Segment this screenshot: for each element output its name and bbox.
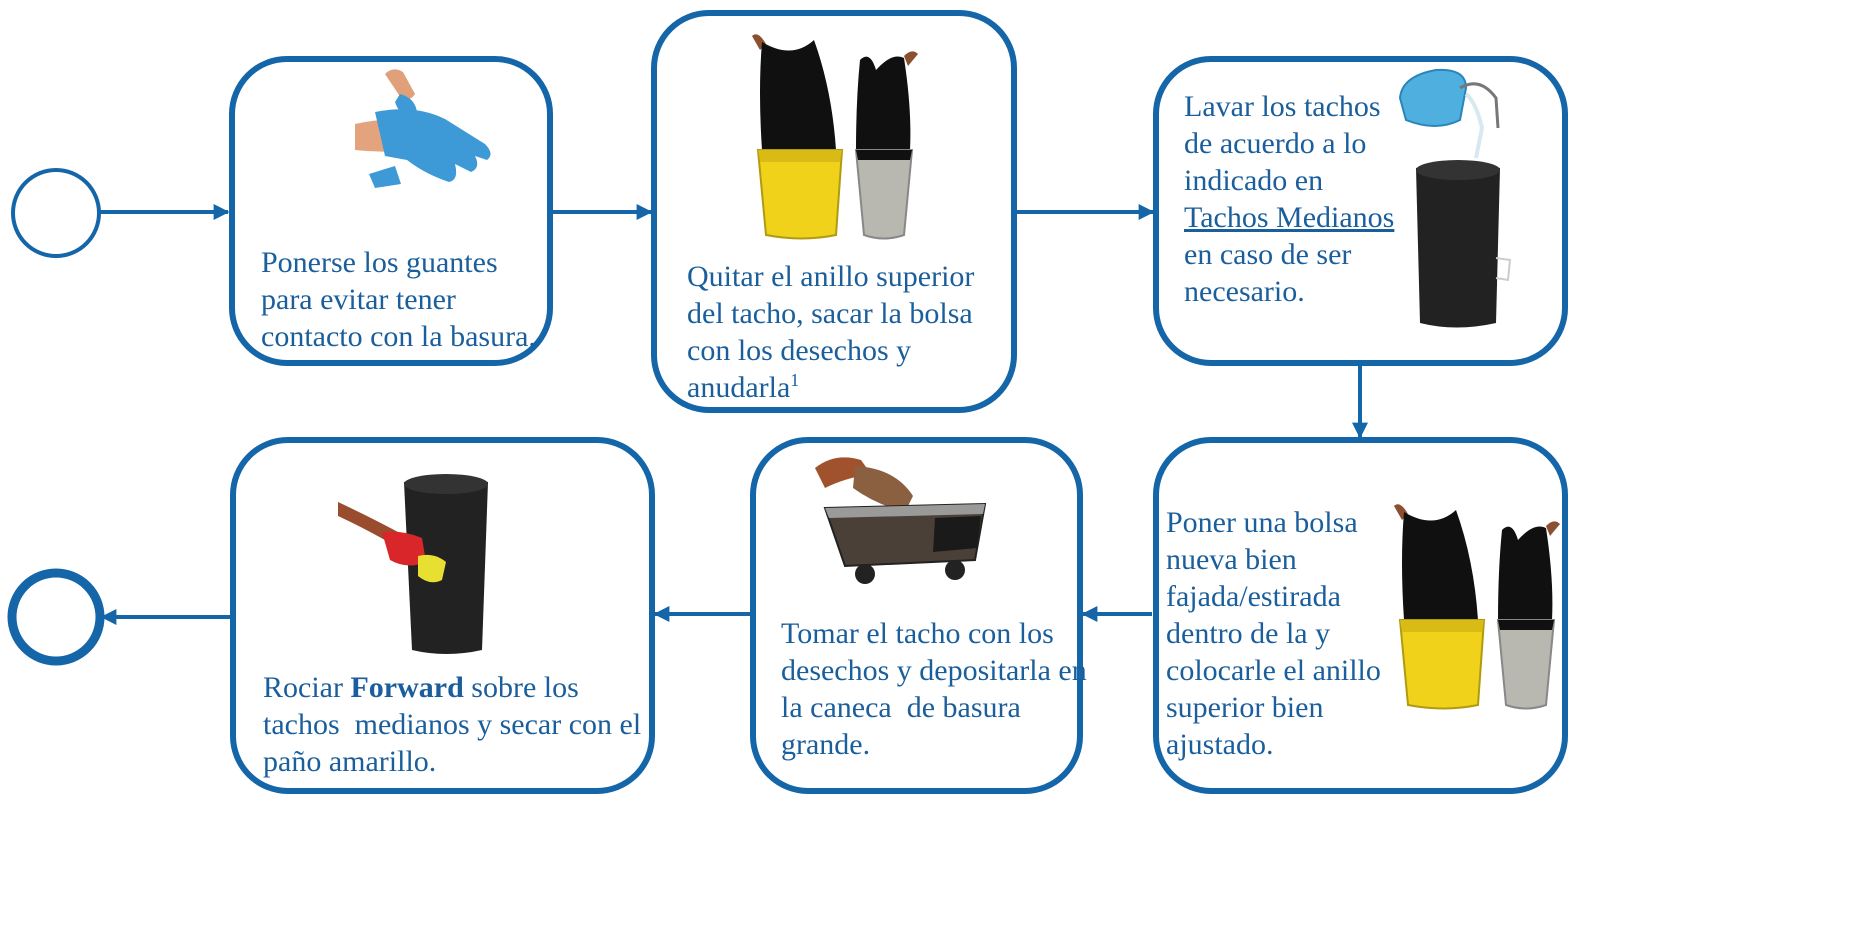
step6-text: Rociar Forward sobre los tachos medianos… bbox=[263, 671, 642, 778]
step1-box bbox=[229, 56, 553, 366]
waste-cart-illustration bbox=[815, 457, 987, 584]
spraying-bin-illustration bbox=[338, 474, 488, 654]
step5-text: Tomar el tacho con los desechos y deposi… bbox=[781, 617, 1087, 761]
end-node bbox=[7, 568, 105, 666]
tachos-medianos-link[interactable]: Tachos Medianos bbox=[1184, 201, 1395, 234]
step5-box bbox=[750, 437, 1083, 794]
gloves-illustration bbox=[355, 69, 491, 188]
step2-text: Quitar el anillo superior del tacho, sac… bbox=[687, 260, 975, 404]
step1-text: Ponerse los guantes para evitar tener co… bbox=[261, 246, 536, 353]
footnote-marker: 1 bbox=[790, 370, 800, 390]
step4-text: Poner una bolsa nueva bien fajada/estira… bbox=[1166, 506, 1381, 761]
start-node bbox=[11, 168, 101, 258]
product-name: Forward bbox=[350, 671, 464, 704]
bins-with-new-bags-illustration bbox=[1394, 504, 1560, 710]
step3-text: Lavar los tachos de acuerdo a lo indicad… bbox=[1184, 90, 1395, 308]
bins-with-bags-illustration bbox=[752, 34, 918, 240]
washing-bin-illustration bbox=[1398, 68, 1511, 328]
